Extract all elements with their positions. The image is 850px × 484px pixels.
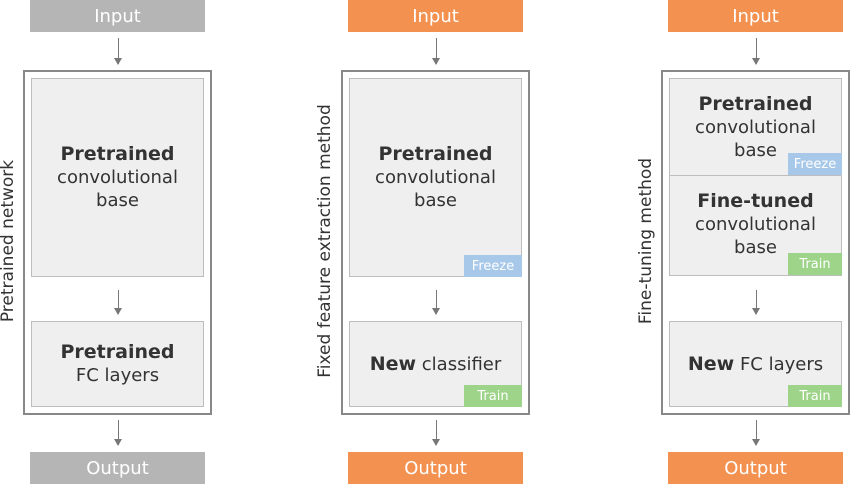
freeze-badge: Freeze [788, 153, 842, 175]
freeze-badge: Freeze [464, 255, 522, 277]
pretrained-conv-base: Pretrained convolutional base [669, 78, 842, 176]
block-title: Pretrained [698, 93, 813, 115]
block-text: convolutional [695, 117, 816, 138]
input-block: Input [30, 0, 205, 32]
pretrained-conv-base: Pretrained convolutional base [349, 78, 522, 277]
input-block: Input [668, 0, 843, 32]
block-text: base [734, 237, 777, 258]
input-block: Input [348, 0, 523, 32]
network-frame [341, 70, 530, 415]
block-text: convolutional [375, 167, 496, 188]
block-text: base [734, 140, 777, 161]
block-title: Pretrained [60, 341, 175, 363]
train-badge: Train [788, 385, 842, 407]
output-block: Output [668, 452, 843, 484]
arrow-icon [752, 290, 760, 315]
pretrained-fc-layers: Pretrained FC layers [31, 321, 204, 407]
output-block: Output [30, 452, 205, 484]
train-badge: Train [788, 253, 842, 275]
pretrained-conv-base: Pretrained convolutional base [31, 78, 204, 277]
block-title: New [687, 352, 735, 375]
fine-tuned-conv-base: Fine-tuned convolutional base [669, 175, 842, 276]
arrow-icon [114, 420, 122, 446]
panel-label: Fine-tuning method [636, 157, 656, 325]
block-text: FC layers [75, 365, 160, 386]
train-badge: Train [464, 385, 522, 407]
block-text: FC layers [734, 353, 824, 375]
arrow-icon [752, 38, 760, 65]
arrow-icon [114, 290, 122, 315]
block-text: base [414, 190, 457, 211]
block-title: New [369, 352, 417, 375]
panel-label: Fixed feature extraction method [315, 104, 335, 378]
block-text: classifier [416, 353, 502, 375]
block-title: Pretrained [60, 143, 175, 165]
panel-label: Pretrained network [0, 159, 18, 323]
arrow-icon [432, 38, 440, 65]
network-frame [23, 70, 212, 415]
block-text: convolutional [695, 214, 816, 235]
block-title: Fine-tuned [697, 190, 814, 212]
arrow-icon [114, 38, 122, 65]
arrow-icon [752, 420, 760, 446]
network-frame [661, 70, 850, 415]
block-title: Pretrained [378, 143, 493, 165]
arrow-icon [432, 290, 440, 315]
output-block: Output [348, 452, 523, 484]
block-text: base [96, 190, 139, 211]
block-text: convolutional [57, 167, 178, 188]
arrow-icon [432, 420, 440, 446]
